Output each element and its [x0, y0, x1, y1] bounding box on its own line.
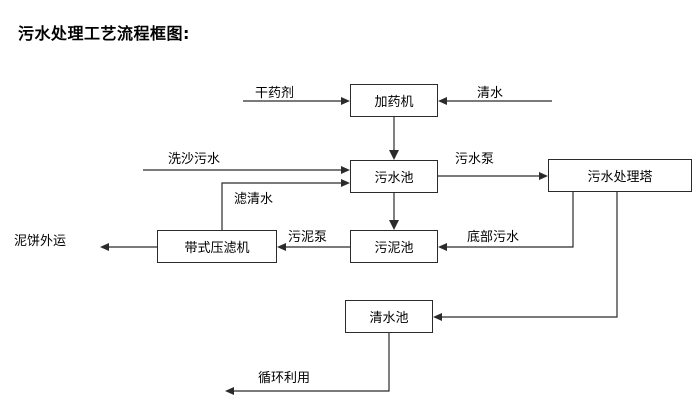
edge-label-sand-wastewater: 洗沙污水 — [168, 152, 221, 167]
edge-label-bottom-sewage: 底部污水 — [467, 230, 520, 245]
edge-label-sewage-pump: 污水泵 — [455, 152, 495, 167]
edge-label-filtrate: 滤清水 — [234, 192, 274, 207]
arrowhead-dosing-down — [389, 150, 399, 160]
edge-filtrate-to-sewage — [221, 182, 344, 230]
arrowhead-sand-wastewater — [341, 166, 350, 174]
node-belt-filter-press[interactable]: 带式压滤机 — [157, 230, 277, 263]
page-title: 污水处理工艺流程框图: — [18, 24, 190, 43]
edge-label-clean-water: 清水 — [477, 86, 504, 101]
node-label: 污水池 — [374, 171, 414, 186]
node-clear-water-pool[interactable]: 清水池 — [345, 300, 433, 333]
arrowhead-sewage-down — [389, 220, 399, 230]
node-treatment-tower[interactable]: 污水处理塔 — [548, 159, 692, 192]
arrowhead-bottom-sewage — [438, 243, 447, 251]
edge-label-dry-agent: 干药剂 — [255, 86, 295, 101]
node-label: 清水池 — [369, 311, 409, 326]
arrowhead-filtrate — [341, 179, 350, 187]
node-label: 污泥池 — [374, 241, 414, 256]
node-sewage-pool[interactable]: 污水池 — [350, 160, 438, 193]
node-label: 污水处理塔 — [587, 170, 653, 185]
arrowhead-clean-water — [438, 97, 447, 105]
arrowhead-tower-to-clear — [433, 313, 442, 321]
node-label: 带式压滤机 — [184, 241, 250, 256]
edge-label-sludge-pump: 污泥泵 — [288, 230, 328, 245]
edge-label-cake-transport-out: 泥饼外运 — [14, 234, 67, 249]
arrowhead-dry-agent — [341, 97, 350, 105]
arrowhead-sewage-pump — [539, 172, 548, 180]
node-dosing-machine[interactable]: 加药机 — [350, 84, 438, 117]
node-sludge-pool[interactable]: 污泥池 — [350, 230, 438, 263]
arrowhead-recycle — [225, 387, 234, 395]
arrowhead-cake-out — [100, 243, 109, 251]
edge-bottom-sewage-to-sludge — [444, 192, 574, 248]
edge-clear-to-recycle — [231, 333, 390, 392]
node-label: 加药机 — [374, 95, 414, 110]
edge-label-recycle: 循环利用 — [258, 371, 311, 386]
edge-tower-to-clear — [439, 192, 618, 318]
arrowhead-sludge-pump — [277, 243, 286, 251]
